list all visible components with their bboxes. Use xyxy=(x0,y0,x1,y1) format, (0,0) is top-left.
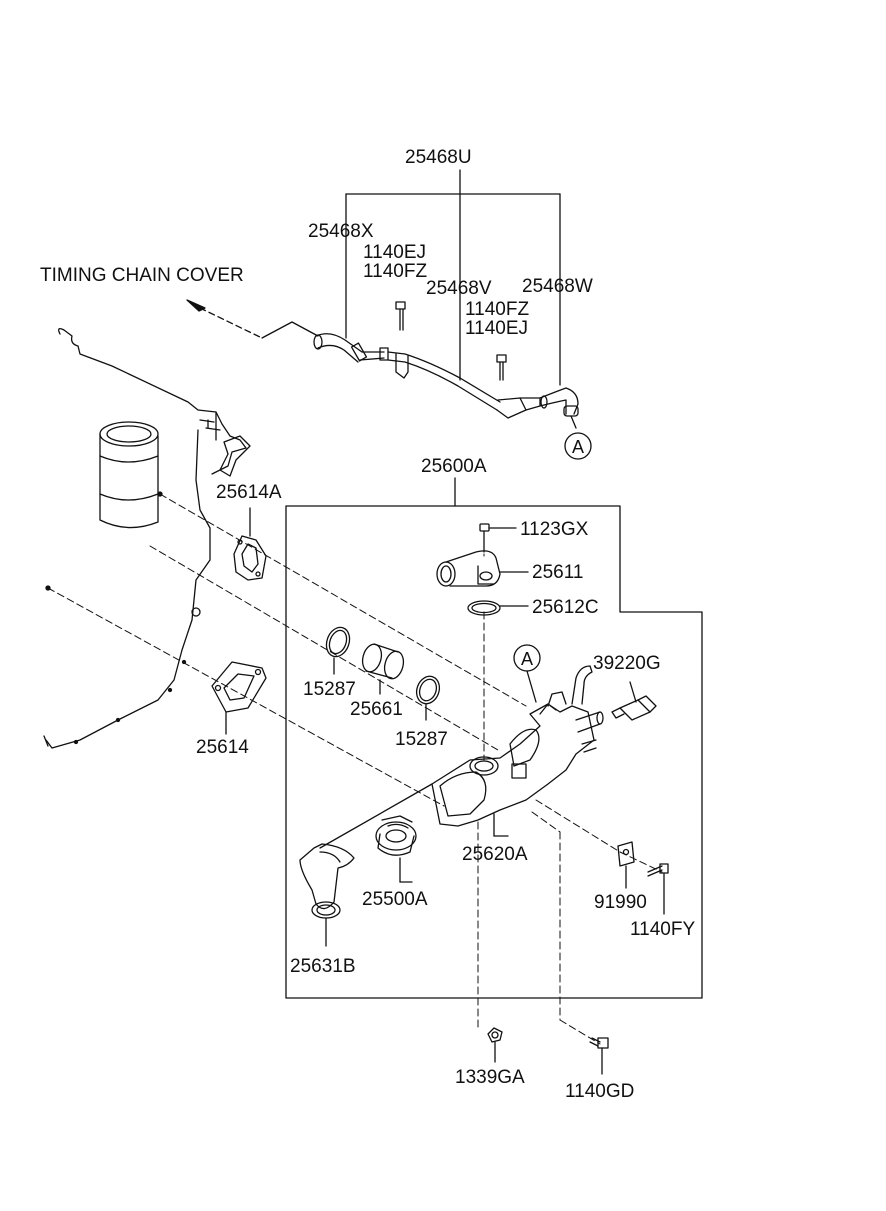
oring-15287-left xyxy=(325,626,351,675)
label-25468x: 25468X xyxy=(308,221,374,242)
label-1123gx: 1123GX xyxy=(520,519,589,540)
coolant-pipe-assembly xyxy=(313,301,579,429)
timing-chain-cover-arrow xyxy=(186,299,319,339)
pipe-25661 xyxy=(361,643,405,695)
label-1339ga: 1339GA xyxy=(455,1067,525,1088)
callout-letter: A xyxy=(572,437,584,457)
label-1140fz-lower: 1140FZ xyxy=(465,299,530,320)
label-25468w: 25468W xyxy=(522,276,593,297)
bolt-1123gx xyxy=(479,523,517,553)
label-25612c: 25612C xyxy=(532,597,599,618)
label-39220g: 39220G xyxy=(593,653,661,674)
label-1140fz-upper: 1140FZ xyxy=(363,261,428,282)
housing-25620a xyxy=(431,665,604,837)
oring-15287-right xyxy=(415,675,441,721)
sensor-39220g xyxy=(611,681,657,721)
bolt-1140fy xyxy=(647,863,669,915)
bolt-1140gd xyxy=(589,1037,609,1075)
label-1140ej-lower: 1140EJ xyxy=(465,318,529,339)
label-25611: 25611 xyxy=(532,562,584,583)
label-15287-right: 15287 xyxy=(395,729,448,750)
label-25614: 25614 xyxy=(196,737,249,758)
thermostat-25500a xyxy=(375,815,417,883)
label-25631b: 25631B xyxy=(290,956,356,977)
assembly-bracket-25468u xyxy=(345,169,561,386)
fitting-25611 xyxy=(436,550,529,587)
callout-a-lower: A xyxy=(513,644,541,703)
bolt-icon xyxy=(395,301,406,331)
gasket-25614 xyxy=(211,661,267,735)
label-timing-chain-cover: TIMING CHAIN COVER xyxy=(40,265,244,286)
label-25468u: 25468U xyxy=(405,147,472,168)
bracket-91990 xyxy=(617,841,635,889)
bolt-icon xyxy=(496,354,507,381)
callout-letter: A xyxy=(521,649,533,669)
label-25620a: 25620A xyxy=(462,844,528,865)
label-1140ej-upper: 1140EJ xyxy=(363,242,427,263)
oring-25612c xyxy=(467,600,529,616)
label-1140gd: 1140GD xyxy=(565,1081,635,1102)
label-25468v: 25468V xyxy=(426,278,492,299)
label-1140fy: 1140FY xyxy=(630,919,696,940)
label-25500a: 25500A xyxy=(362,889,428,910)
label-25600a: 25600A xyxy=(421,456,487,477)
label-15287-left: 15287 xyxy=(303,679,356,700)
housing-assembly-frame xyxy=(285,477,703,999)
label-91990: 91990 xyxy=(594,892,647,913)
callout-a-upper: A xyxy=(564,432,592,460)
inlet-25631b xyxy=(299,783,433,947)
label-25661: 25661 xyxy=(350,699,403,720)
gasket-25614a xyxy=(233,507,267,581)
label-25614a: 25614A xyxy=(216,482,282,503)
nut-1339ga xyxy=(487,1027,503,1063)
